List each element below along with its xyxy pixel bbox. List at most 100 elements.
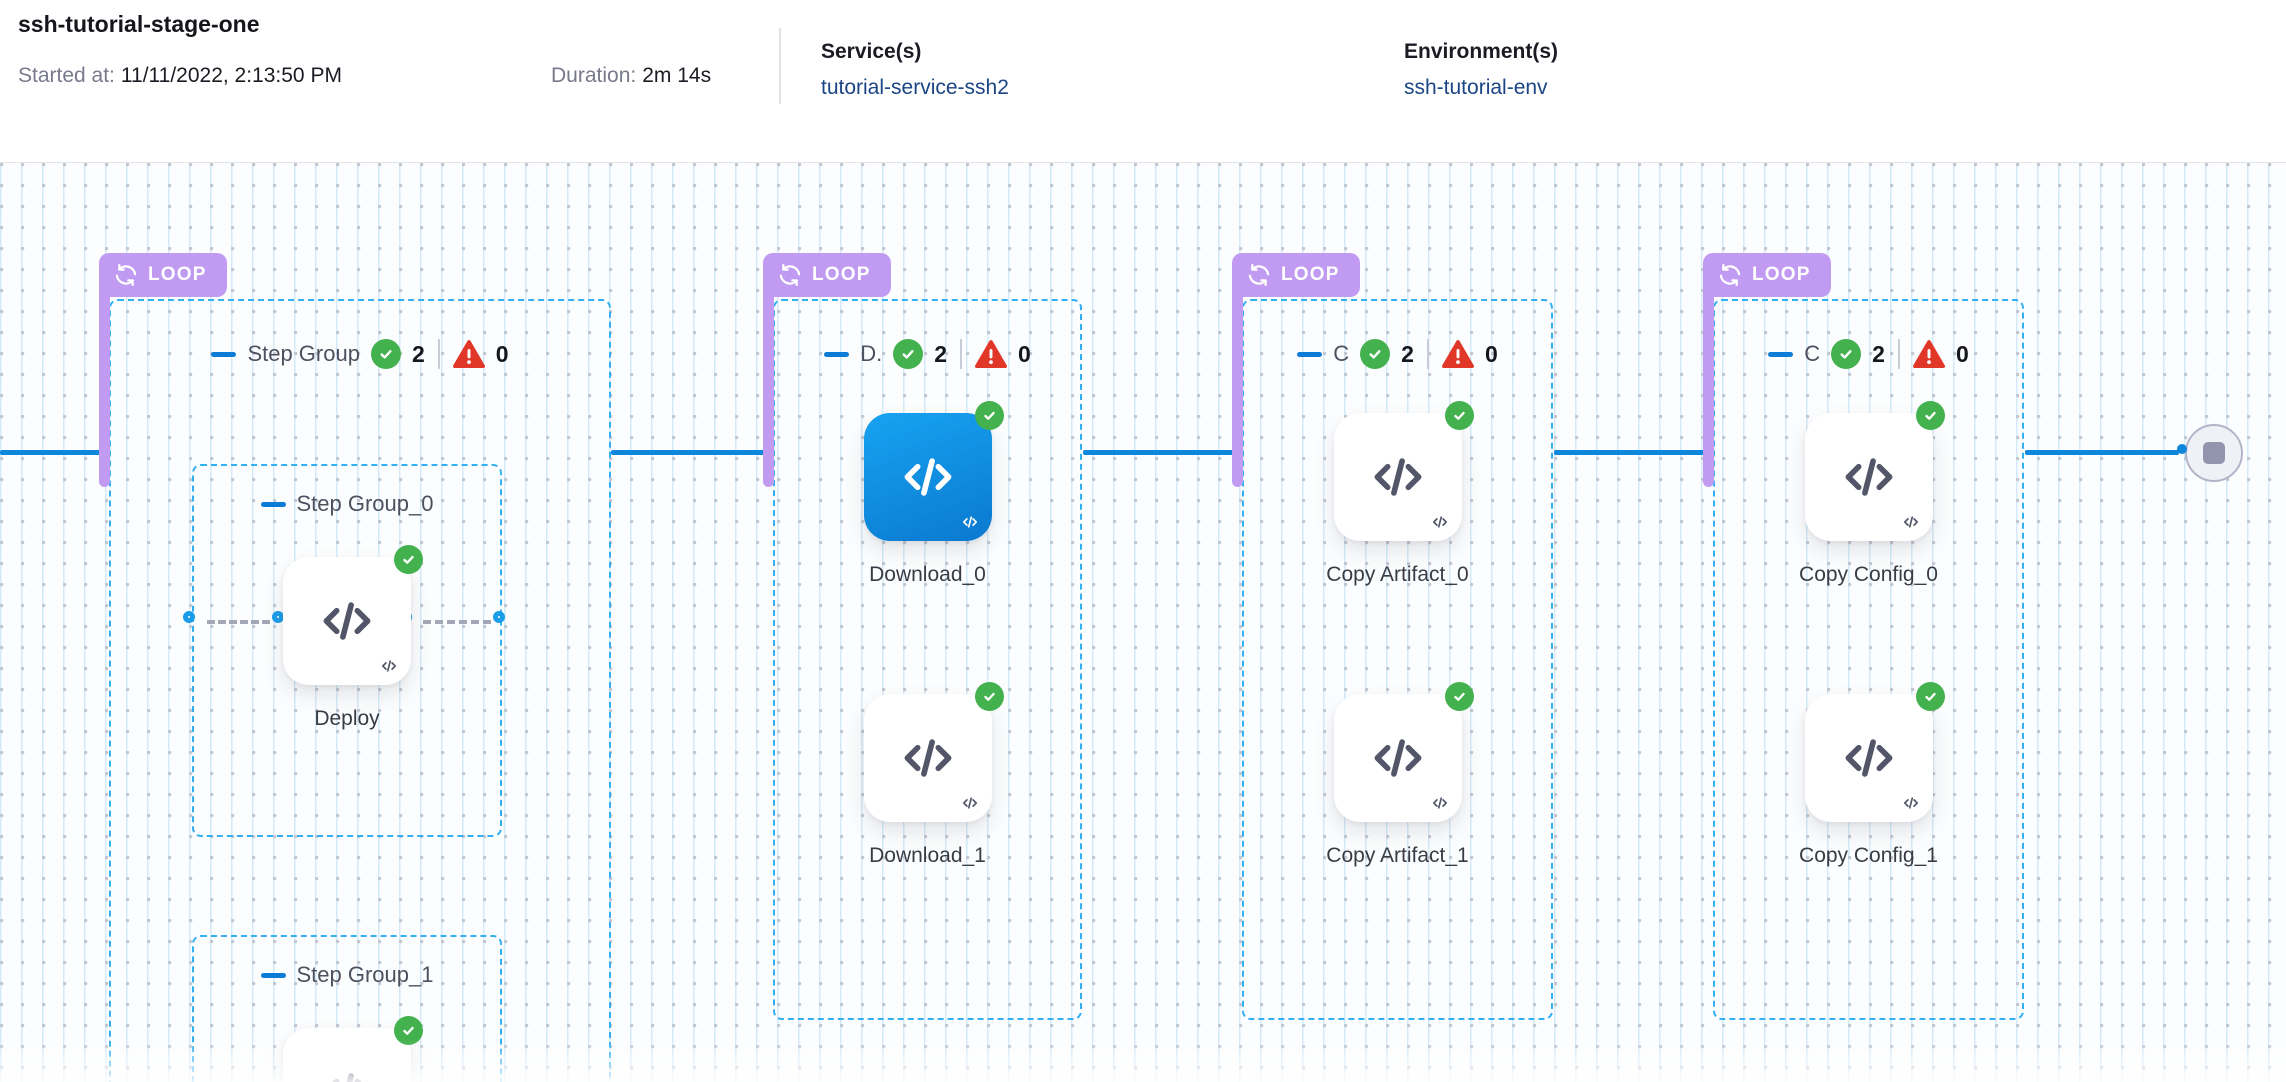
stage-title: ssh-tutorial-stage-one [18, 11, 260, 37]
code-icon-small [1902, 513, 1920, 531]
loop-badge: LOOP [99, 253, 227, 297]
execution-graph-canvas[interactable]: LOOP Step Group 2 0 Step Group_0 [0, 163, 2286, 1082]
step-card[interactable] [863, 682, 1004, 822]
collapse-icon[interactable] [824, 351, 850, 357]
duration: Duration:2m 14s [551, 64, 711, 88]
started-at-value: 11/11/2022, 2:13:50 PM [120, 64, 342, 87]
loop-step-group-2: LOOP D. 2 0 Download_0 [763, 253, 1082, 1020]
success-count: 2 [411, 340, 425, 367]
step-node[interactable] [283, 1016, 423, 1082]
step-node-deploy[interactable]: Deploy [283, 545, 423, 730]
stop-icon [2203, 442, 2225, 464]
step-group-label: C [1333, 341, 1350, 366]
started-at: Started at:11/11/2022, 2:13:50 PM [18, 64, 342, 88]
success-status-icon [974, 401, 1004, 430]
success-count: 2 [1872, 340, 1885, 367]
loop-icon [777, 262, 803, 288]
success-status-icon [1915, 401, 1945, 430]
loop-strip [1232, 295, 1243, 487]
duration-value: 2m 14s [642, 64, 712, 87]
loop-strip [99, 295, 110, 487]
loop-icon [1246, 262, 1272, 288]
warning-count-icon [453, 339, 485, 369]
connector-handle[interactable] [2177, 444, 2187, 454]
success-count: 2 [934, 340, 947, 367]
step-group-header[interactable]: C 2 0 [1715, 337, 2022, 371]
loop-badge: LOOP [1703, 253, 1831, 297]
code-icon-small [961, 513, 979, 531]
collapse-icon[interactable] [211, 351, 237, 357]
success-status-icon [394, 1016, 423, 1045]
step-label: Download_0 [869, 563, 986, 586]
loop-icon [1717, 262, 1743, 288]
code-icon [1368, 728, 1428, 788]
code-icon-small [1431, 794, 1449, 812]
step-node-copy-config-1[interactable]: Copy Config_1 [1799, 682, 1945, 867]
step-card[interactable] [283, 1016, 423, 1082]
code-icon-small [1431, 513, 1449, 531]
loop-step-group-1: LOOP Step Group 2 0 Step Group_0 [99, 253, 611, 1082]
step-group-header[interactable]: Step Group_0 [194, 488, 500, 520]
code-icon [898, 728, 958, 788]
count-divider [1897, 339, 1900, 369]
loop-badge-label: LOOP [1281, 264, 1340, 285]
loop-strip [1703, 295, 1714, 487]
loop-icon [113, 262, 139, 288]
collapse-icon[interactable] [260, 972, 286, 978]
failed-count: 0 [495, 340, 509, 367]
service-link[interactable]: tutorial-service-ssh2 [821, 76, 1009, 99]
connector-handle[interactable] [272, 611, 284, 623]
step-card[interactable] [1804, 682, 1945, 822]
step-label: Copy Artifact_0 [1326, 563, 1469, 586]
step-card[interactable] [1804, 401, 1945, 541]
code-icon [898, 447, 958, 507]
success-count-icon [893, 339, 924, 369]
success-count-icon [370, 339, 401, 369]
collapse-icon[interactable] [260, 501, 286, 507]
step-group-label: Step Group_1 [296, 962, 434, 987]
code-icon [317, 591, 377, 651]
step-label: Deploy [314, 707, 380, 730]
warning-count-icon [1913, 339, 1945, 369]
success-count-icon [1360, 339, 1391, 369]
loop-badge: LOOP [763, 253, 891, 297]
step-card[interactable] [1333, 682, 1474, 822]
execution-connector [1554, 450, 1714, 455]
started-at-label: Started at: [18, 64, 115, 87]
step-card-selected[interactable] [863, 401, 1004, 541]
environment-link[interactable]: ssh-tutorial-env [1404, 76, 1548, 99]
step-group-label: D. [860, 341, 883, 366]
step-node-copy-config-0[interactable]: Copy Config_0 [1799, 401, 1945, 586]
step-group-label: C [1804, 341, 1821, 366]
connector-handle[interactable] [493, 611, 505, 623]
step-node-download-0[interactable]: Download_0 [863, 401, 1004, 586]
step-group-label: Step Group_0 [296, 491, 434, 516]
step-node-copy-artifact-1[interactable]: Copy Artifact_1 [1326, 682, 1474, 867]
stage-end-node[interactable] [2185, 424, 2243, 482]
dashed-connector [423, 620, 491, 624]
step-node-download-1[interactable]: Download_1 [863, 682, 1004, 867]
success-status-icon [394, 545, 423, 574]
loop-badge-label: LOOP [1752, 264, 1811, 285]
count-divider [437, 339, 440, 369]
step-card[interactable] [283, 545, 423, 685]
failed-count: 0 [1955, 340, 1969, 367]
code-icon-small [380, 657, 398, 675]
duration-label: Duration: [551, 64, 637, 87]
step-group-header[interactable]: C 2 0 [1244, 337, 1551, 371]
step-node-copy-artifact-0[interactable]: Copy Artifact_0 [1326, 401, 1474, 586]
step-group-header[interactable]: D. 2 0 [775, 337, 1080, 371]
collapse-icon[interactable] [1768, 351, 1794, 357]
warning-count-icon [1442, 339, 1474, 369]
success-count: 2 [1401, 340, 1414, 367]
collapse-icon[interactable] [1297, 351, 1323, 357]
code-icon-small [1902, 794, 1920, 812]
loop-strip [763, 295, 774, 487]
connector-handle[interactable] [183, 611, 195, 623]
environments-label: Environment(s) [1404, 40, 1559, 63]
step-group-header[interactable]: Step Group_1 [194, 959, 500, 991]
step-card[interactable] [1333, 401, 1474, 541]
step-group-header[interactable]: Step Group 2 0 [111, 337, 609, 371]
dashed-connector [207, 620, 270, 624]
